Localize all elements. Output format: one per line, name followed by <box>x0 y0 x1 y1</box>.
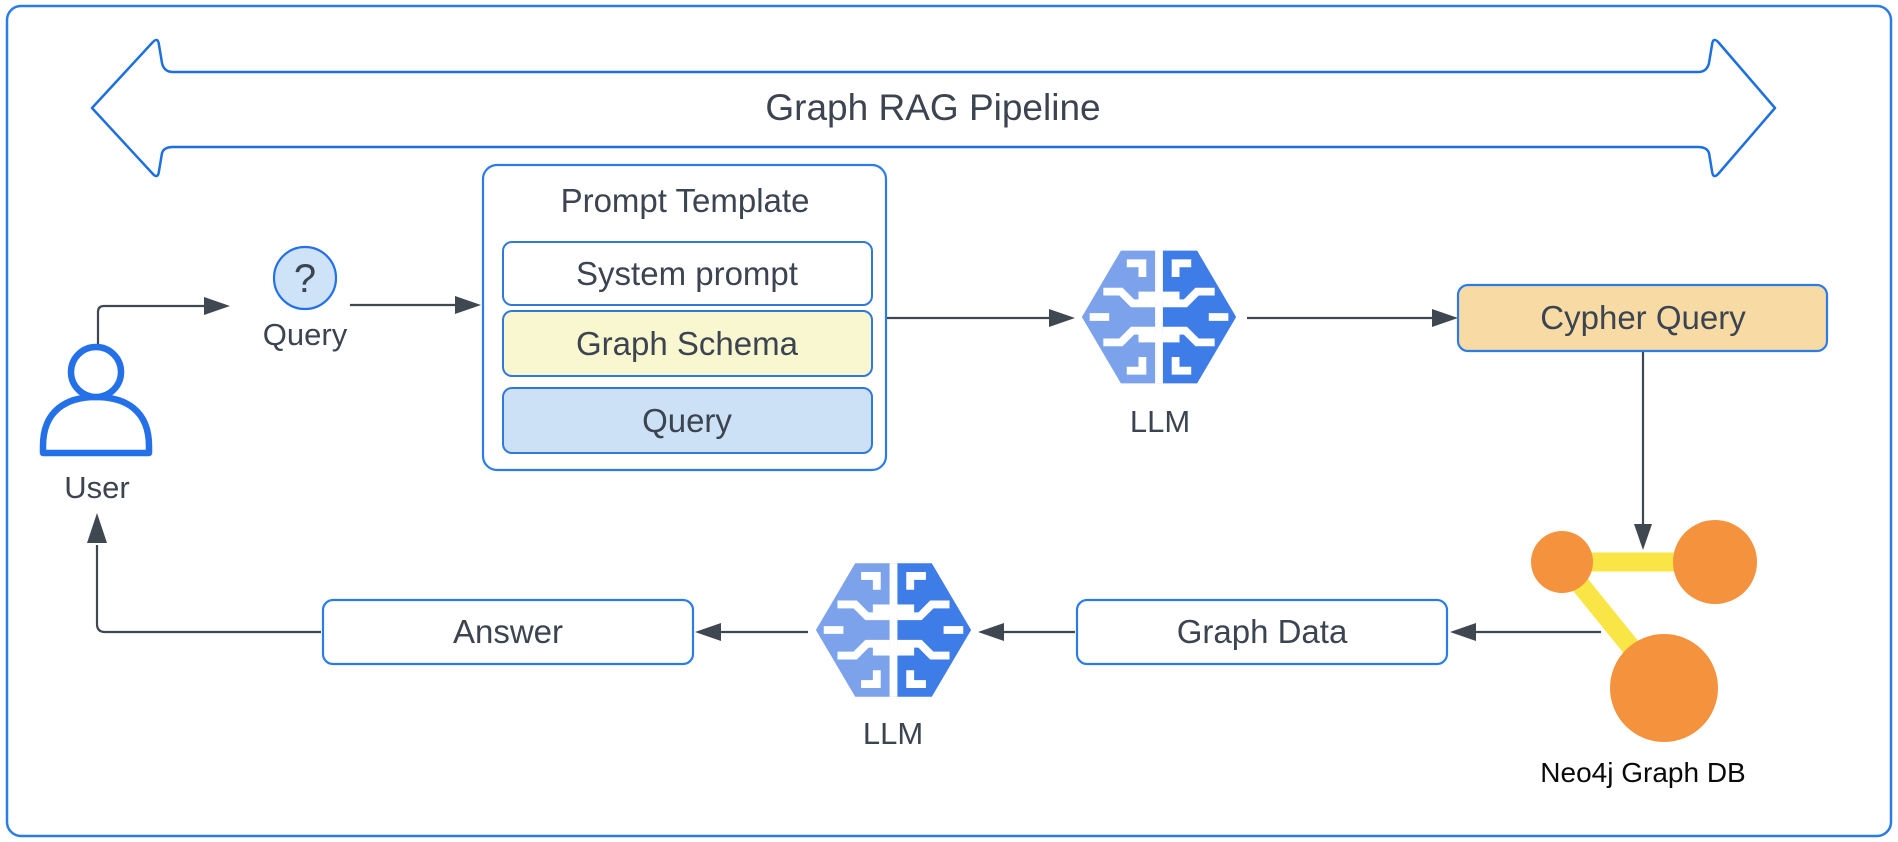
double-arrow-shape <box>90 38 1777 178</box>
system-prompt-label: System prompt <box>576 255 798 292</box>
llm1-node: LLM <box>1082 251 1236 439</box>
llm-brain-icon <box>1082 251 1236 384</box>
neo4j-label: Neo4j Graph DB <box>1540 757 1745 788</box>
arrowhead-right-icon <box>204 297 230 315</box>
arrowhead-left-icon <box>695 623 721 641</box>
arrowhead-left-icon <box>1450 623 1476 641</box>
query-item-box <box>502 387 873 454</box>
arrowhead-right-icon <box>1432 309 1458 327</box>
user-label: User <box>64 470 129 505</box>
user-node: User <box>39 343 153 505</box>
cypher-query-node: Cypher Query <box>1456 283 1829 353</box>
graph-schema-label: Graph Schema <box>576 325 799 362</box>
answer-label: Answer <box>453 613 563 650</box>
llm1-label: LLM <box>1130 404 1190 439</box>
pipeline-title: Graph RAG Pipeline <box>765 87 1100 128</box>
graph-data-label: Graph Data <box>1177 613 1348 650</box>
arrowhead-right-icon <box>1049 309 1075 327</box>
graph-schema-box <box>502 310 873 377</box>
question-glyph: ? <box>294 257 316 301</box>
pipeline-banner-arrow: Graph RAG Pipeline <box>90 38 1777 178</box>
arrowhead-up-icon <box>87 513 107 543</box>
arrowhead-left-icon <box>978 623 1004 641</box>
query-node: ? Query <box>263 245 348 352</box>
llm-brain-icon <box>816 563 971 697</box>
question-icon <box>272 245 338 311</box>
arrowhead-right-icon <box>455 296 481 314</box>
answer-box <box>321 598 695 666</box>
neo4j-node: Neo4j Graph DB <box>1531 520 1757 788</box>
connector-user-to-query <box>96 304 204 344</box>
connector-answer-to-user <box>95 545 321 634</box>
prompt-template-title: Prompt Template <box>561 182 810 219</box>
llm2-node: LLM <box>816 563 971 751</box>
arrowhead-down-icon <box>1634 524 1652 550</box>
canvas-border <box>5 4 1893 838</box>
cypher-query-box <box>1456 283 1829 353</box>
connectors <box>87 296 1652 641</box>
cypher-query-label: Cypher Query <box>1540 299 1746 336</box>
graph-data-node: Graph Data <box>1075 598 1449 666</box>
query-item-label: Query <box>642 402 732 439</box>
neo4j-graph-icon <box>1531 520 1757 742</box>
answer-node: Answer <box>321 598 695 666</box>
graph-data-box <box>1075 598 1449 666</box>
system-prompt-box <box>502 241 873 306</box>
query-label: Query <box>263 317 348 352</box>
prompt-template-node: Prompt Template System prompt Graph Sche… <box>481 163 888 472</box>
llm2-label: LLM <box>863 716 923 751</box>
user-icon <box>39 343 153 457</box>
